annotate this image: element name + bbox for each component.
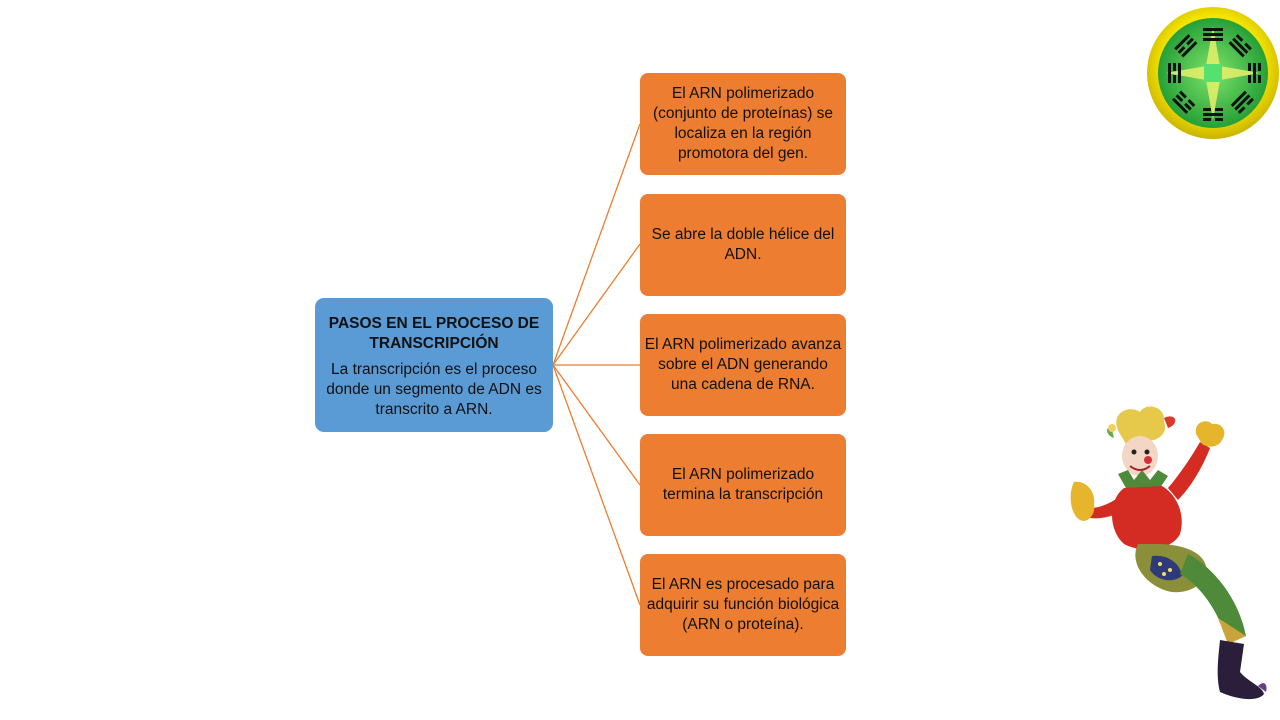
step-text: El ARN polimerizado termina la transcrip… [662, 466, 824, 503]
step-text: El ARN polimerizado avanza sobre el ADN … [644, 336, 842, 393]
root-description: La transcripción es el proceso donde un … [326, 361, 542, 418]
jester-illustration [1070, 406, 1267, 700]
step-text: El ARN es procesado para adquirir su fun… [646, 576, 840, 633]
step-node-4: El ARN polimerizado termina la transcrip… [640, 434, 846, 536]
bagua-logo-icon [1147, 7, 1279, 139]
connector-step-1 [552, 123, 641, 366]
step-node-1: El ARN polimerizado (conjunto de proteín… [640, 73, 846, 175]
connector-step-5 [552, 364, 641, 606]
step-node-3: El ARN polimerizado avanza sobre el ADN … [640, 314, 846, 416]
step-node-2: Se abre la doble hélice del ADN. [640, 194, 846, 296]
step-text: Se abre la doble hélice del ADN. [651, 226, 835, 263]
step-text: El ARN polimerizado (conjunto de proteín… [652, 85, 834, 162]
connector-step-4 [552, 364, 641, 486]
root-title: PASOS EN EL PROCESO DE TRANSCRIPCIÓN [328, 315, 540, 352]
step-node-5: El ARN es procesado para adquirir su fun… [640, 554, 846, 656]
root-node: PASOS EN EL PROCESO DE TRANSCRIPCIÓN La … [315, 298, 553, 432]
connector-step-2 [552, 243, 641, 366]
